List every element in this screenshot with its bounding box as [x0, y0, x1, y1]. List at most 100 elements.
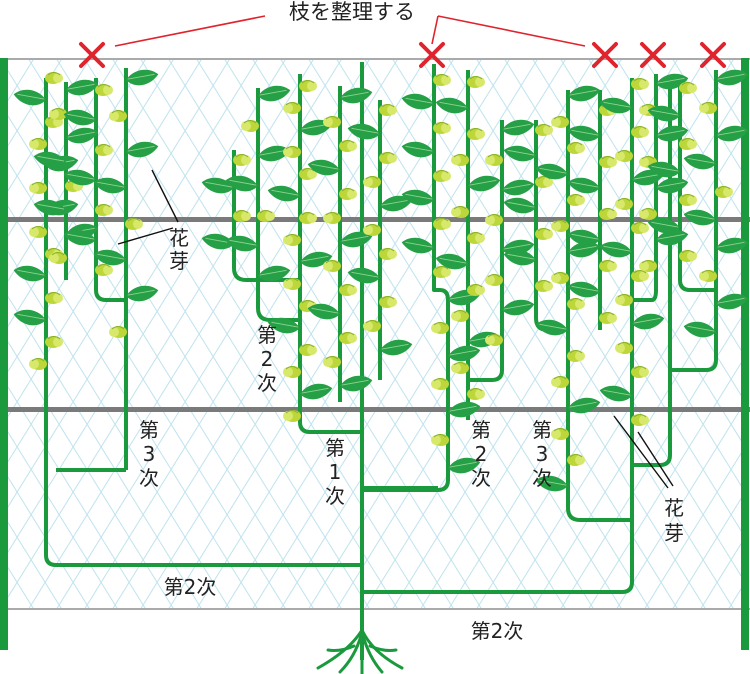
net-strand — [503, 225, 742, 610]
flower-bud-icon — [451, 362, 469, 374]
flower-bud-icon — [323, 116, 341, 128]
flower-bud-icon — [599, 208, 617, 220]
second-branch-label-upper-3: 次 — [257, 371, 277, 395]
flower-bud-icon — [29, 358, 47, 370]
net-strand — [363, 58, 707, 610]
flower-bud-icon — [567, 142, 585, 154]
left-post — [0, 58, 8, 650]
leaf-icon — [716, 125, 749, 142]
leaf-icon — [307, 303, 340, 320]
leaf-icon — [258, 145, 291, 162]
vine-stem — [632, 74, 658, 302]
leaf-icon — [656, 229, 689, 246]
leaf-icon — [401, 189, 434, 206]
leaf-icon — [401, 237, 434, 254]
leaf-icon — [503, 145, 536, 162]
leaf-icon — [535, 475, 568, 492]
flower-bud-icon — [715, 186, 733, 198]
callout-lines — [114, 15, 586, 47]
flower-bud-icon — [467, 232, 485, 244]
net-strand — [335, 58, 679, 610]
flower-bud-icon — [631, 222, 649, 234]
flower-bud-icon — [567, 298, 585, 310]
leaf-icon — [307, 159, 340, 176]
flower-bud-icon — [535, 124, 553, 136]
net-strand — [671, 58, 742, 172]
flower-bud-icon — [433, 74, 451, 86]
flower-bud-icon — [631, 126, 649, 138]
flower-bud-icon — [233, 210, 251, 222]
flower-bud-icon — [567, 350, 585, 362]
net-strand — [111, 58, 455, 610]
leaf-icon — [568, 241, 601, 258]
vine-stem — [94, 78, 126, 302]
net-bottom-edge — [0, 608, 750, 610]
flower-bud-icon — [283, 146, 301, 158]
flower-bud-icon — [283, 102, 301, 114]
leaf-icon — [683, 209, 716, 226]
flower-bud-icon — [29, 138, 47, 150]
flower-bud-icon — [679, 138, 697, 150]
leaf-icon — [33, 151, 66, 168]
leaf-icon — [683, 321, 716, 338]
flower-bud-icon — [679, 82, 697, 94]
leaf-icon — [535, 319, 568, 336]
x-mark-icon — [700, 42, 726, 68]
leaf-icon — [93, 249, 126, 266]
flower-bud-icon — [485, 154, 503, 166]
first-branch-label-3: 次 — [325, 484, 345, 508]
net-strand — [27, 58, 371, 610]
flower-bud-icon — [679, 194, 697, 206]
flower-bud-icon — [615, 198, 633, 210]
second-branch-label-mid-3: 次 — [471, 466, 491, 490]
flower-bud-label-left-2: 芽 — [169, 249, 189, 273]
flower-bud-icon — [535, 176, 553, 188]
flower-bud-icon — [29, 182, 47, 194]
flower-bud-icon — [551, 376, 569, 388]
leaf-icon — [503, 249, 536, 266]
leaf-icon — [599, 385, 632, 402]
flower-bud-icon — [467, 388, 485, 400]
flower-bud-icon — [639, 208, 657, 220]
flower-bud-icon — [599, 312, 617, 324]
net-strand — [8, 476, 91, 610]
net-top-edge — [0, 58, 750, 60]
leaf-icon — [63, 109, 96, 126]
flower-bud-icon — [45, 292, 63, 304]
flower-bud-icon — [95, 264, 113, 276]
flower-bud-label-left-1: 花 — [169, 226, 189, 250]
leaf-icon — [340, 87, 373, 104]
flower-bud-icon — [679, 250, 697, 262]
leaf-icon — [448, 457, 481, 474]
leaf-icon — [340, 231, 373, 248]
flower-bud-icon — [467, 76, 485, 88]
third-branch-label-left-1: 第 — [139, 418, 159, 442]
leaf-icon — [401, 141, 434, 158]
third-branch-label-left-3: 次 — [139, 466, 159, 490]
flower-bud-icon — [615, 294, 633, 306]
leaf-icon — [567, 177, 600, 194]
flower-bud-icon — [363, 320, 381, 332]
flower-bud-icon — [339, 284, 357, 296]
leaf-icon — [567, 281, 600, 298]
foliage — [13, 69, 749, 492]
vine-stem — [670, 70, 718, 372]
leaf-icon — [126, 285, 159, 302]
leaf-icon — [347, 267, 380, 284]
net-strand — [615, 405, 742, 610]
net-strand — [419, 89, 742, 610]
flower-bud-icon — [567, 194, 585, 206]
leaf-icon — [647, 161, 680, 178]
flower-bud-icon — [299, 80, 317, 92]
flower-bud-icon — [551, 428, 569, 440]
flower-bud-icon — [431, 434, 449, 446]
x-mark-icon — [79, 42, 105, 68]
leaf-icon — [468, 175, 501, 192]
roots-icon — [316, 628, 404, 674]
leaf-icon — [300, 383, 333, 400]
flower-bud-icon — [433, 122, 451, 134]
flower-bud-icon — [433, 218, 451, 230]
net-strand — [8, 386, 147, 610]
flower-bud-icon — [433, 266, 451, 278]
